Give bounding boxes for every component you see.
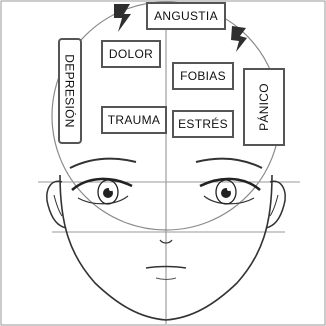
label-depresion-text: DEPRESIÓN: [63, 54, 77, 127]
label-panico: PÁNICO: [243, 68, 285, 146]
label-trauma-text: TRAUMA: [108, 113, 160, 127]
lightning-bolt-icon: [231, 26, 247, 52]
label-estres: ESTRÉS: [172, 110, 234, 138]
right-eyebrow: [196, 159, 262, 168]
label-dolor-text: DOLOR: [109, 47, 153, 61]
label-fobias: FOBIAS: [172, 62, 234, 90]
label-estres-text: ESTRÉS: [178, 117, 228, 131]
label-angustia: ANGUSTIA: [146, 2, 226, 30]
label-dolor: DOLOR: [101, 40, 161, 68]
left-eyebrow: [70, 159, 136, 168]
label-angustia-text: ANGUSTIA: [154, 9, 218, 23]
label-depresion: DEPRESIÓN: [58, 38, 82, 144]
label-panico-text: PÁNICO: [257, 83, 271, 131]
label-fobias-text: FOBIAS: [180, 69, 226, 83]
label-trauma: TRAUMA: [101, 106, 167, 134]
